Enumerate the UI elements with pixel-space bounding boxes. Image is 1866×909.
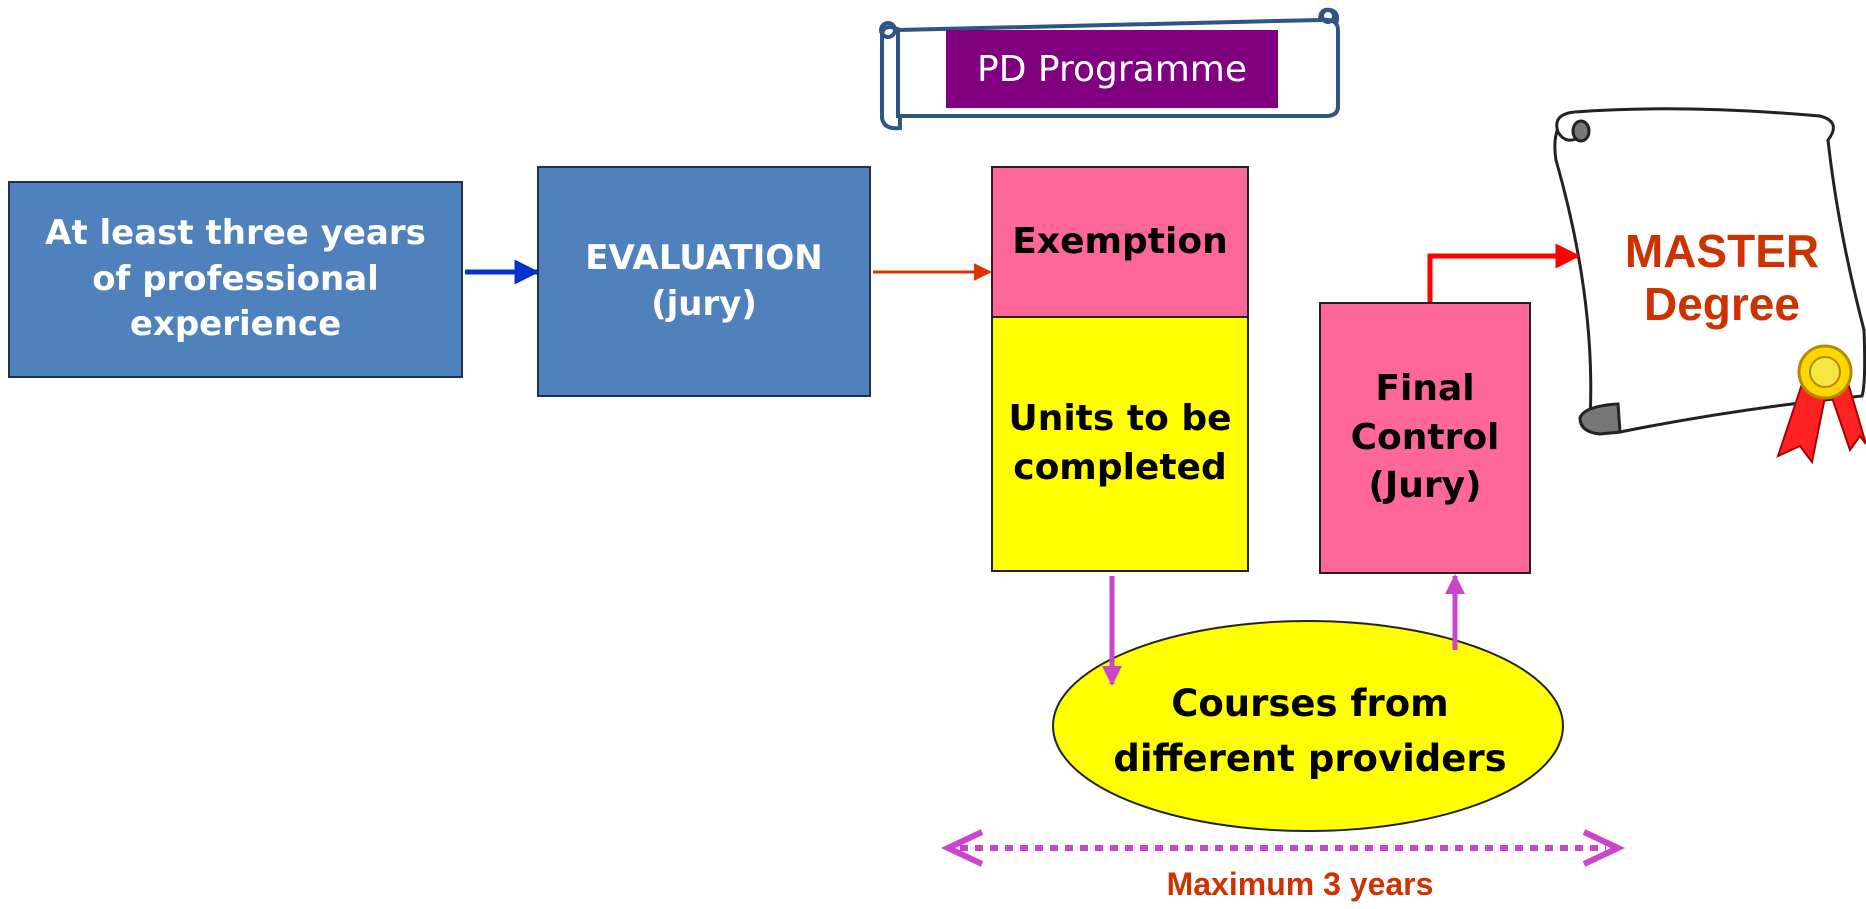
exemption-label: Exemption <box>1012 220 1228 262</box>
units-box: Units to be completed <box>991 316 1249 572</box>
courses-ellipse <box>1052 620 1564 832</box>
evaluation-box: EVALUATION (jury) <box>537 166 871 397</box>
final-control-label: Final Control (Jury) <box>1350 368 1500 507</box>
evaluation-label: EVALUATION (jury) <box>585 237 823 324</box>
duration-double-arrow <box>940 829 1626 867</box>
units-label: Units to be completed <box>1008 398 1232 488</box>
final-control-box: Final Control (Jury) <box>1319 302 1531 574</box>
pd-programme-label: PD Programme <box>946 30 1278 108</box>
arrow-final-control-to-master <box>1427 243 1581 302</box>
master-degree-label-text: MASTER Degree <box>1624 225 1820 330</box>
courses-label: Courses from different providers <box>1060 666 1560 796</box>
experience-box: At least three years of professional exp… <box>8 181 463 378</box>
master-degree-label: MASTER Degree <box>1612 218 1832 338</box>
exemption-box: Exemption <box>991 166 1249 318</box>
experience-label: At least three years of professional exp… <box>45 212 426 345</box>
award-ribbon-icon <box>1776 344 1866 465</box>
master-degree-scroll <box>1553 107 1866 436</box>
duration-label: Maximum 3 years <box>1166 866 1434 902</box>
courses-label-text: Courses from different providers <box>1113 681 1507 781</box>
